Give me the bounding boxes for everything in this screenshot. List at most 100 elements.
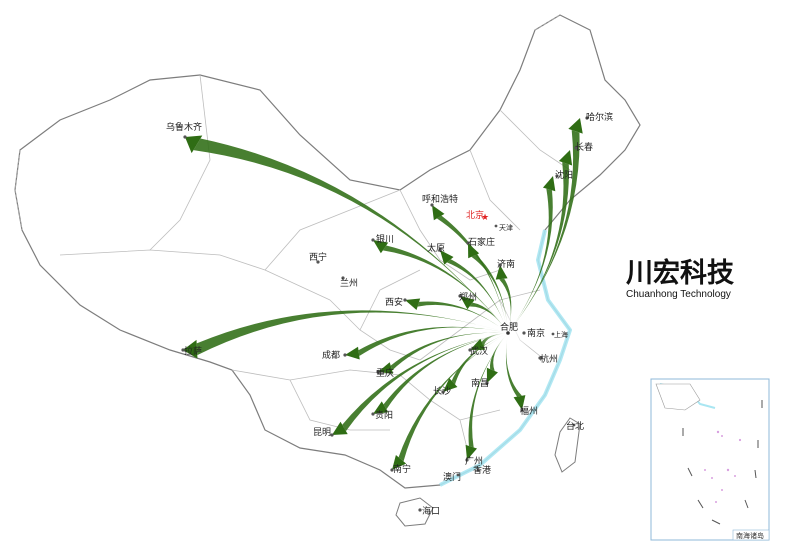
flow-line-chongqing: [390, 332, 508, 371]
brand-block: 川宏科技 Chuanhong Technology: [626, 257, 734, 300]
city-dot-shenyang: [555, 174, 559, 178]
flow-arrowhead-lhasa: [183, 339, 198, 359]
flow-arrowhead-nanchang: [486, 367, 498, 383]
flow-line-lhasa: [196, 310, 509, 356]
city-label-hangzhou: 杭州: [540, 353, 558, 365]
city-dot-hangzhou: [538, 356, 542, 360]
south-china-sea-inset: 南海诸岛: [650, 378, 770, 541]
flow-line-fuzhou: [505, 333, 522, 397]
flow-arrowhead-taiyuan: [440, 250, 454, 265]
city-dot-nanchang: [485, 381, 489, 385]
flow-line-zhengzhou: [469, 302, 508, 333]
city-dot-taiyuan: [438, 248, 442, 252]
city-dot-guangzhou: [465, 458, 469, 462]
flow-arrowhead-chongqing: [378, 362, 394, 374]
city-label-kunming: 昆明: [313, 427, 331, 438]
city-label-taipei: 台北: [566, 420, 584, 432]
coastline: [439, 229, 572, 487]
city-label-xining: 西宁: [309, 251, 327, 263]
flow-arrowhead-hohhot: [432, 205, 445, 221]
inset-label: 南海诸岛: [736, 531, 764, 540]
flow-arrowhead-yinchuan: [373, 240, 389, 254]
city-dot-zhengzhou: [458, 294, 462, 298]
city-dot-nanjing: [522, 331, 526, 335]
city-label-lhasa: 拉萨: [184, 345, 202, 357]
city-labels: 乌鲁木齐 拉萨 西宁 兰州 西安 银川 呼和浩特 ★ 北京 天津 太原 石家庄 …: [166, 111, 613, 517]
inset-dashed-line: [682, 400, 763, 525]
city-label-nanjing: 南京: [527, 327, 545, 339]
brand-name-en: Chuanhong Technology: [626, 289, 731, 300]
capital-star-icon: ★: [481, 213, 489, 223]
inset-land: [655, 383, 701, 411]
flow-lines: [183, 118, 583, 470]
city-dot-shanghai: [551, 332, 555, 336]
flow-arrowhead-zhengzhou: [460, 296, 475, 310]
brand-name-zh: 川宏科技: [626, 257, 734, 289]
city-label-lanzhou: 兰州: [340, 277, 358, 289]
flow-arrowhead-kunming: [332, 421, 348, 435]
city-dot-chengdu: [343, 353, 347, 357]
city-dot-xining: [316, 260, 320, 264]
city-dot-hohhot: [430, 203, 434, 207]
flow-line-guangzhou: [468, 333, 508, 448]
city-label-wuhan: 武汉: [470, 345, 488, 357]
city-label-harbin: 哈尔滨: [586, 111, 613, 123]
city-dot-changchun: [574, 146, 578, 150]
city-label-hongkong: 香港: [473, 464, 491, 476]
flow-line-xian: [417, 301, 508, 333]
dashed-borders: [14, 14, 561, 231]
city-dot-jinan: [498, 263, 502, 267]
city-label-shijiazhuang: 石家庄: [468, 236, 495, 248]
city-dot-taipei: [572, 423, 576, 427]
city-label-tianjin: 天津: [499, 224, 513, 232]
city-dot-chongqing: [376, 370, 380, 374]
city-dot-kunming: [330, 433, 334, 437]
flow-line-jinan: [499, 278, 512, 333]
city-dot-urumqi: [183, 135, 187, 139]
hainan-island: [395, 497, 434, 527]
flow-arrowhead-fuzhou: [513, 395, 526, 410]
city-label-chongqing: 重庆: [376, 367, 394, 379]
city-label-guiyang: 贵阳: [375, 409, 393, 421]
flow-arrowhead-jinan: [495, 265, 508, 280]
flow-arrowhead-shijiazhuang: [468, 243, 480, 259]
city-dot-yinchuan: [371, 238, 375, 242]
city-dot-hongkong: [476, 468, 480, 472]
city-label-shenyang: 沈阳: [555, 169, 573, 181]
city-label-chengdu: 成都: [322, 349, 340, 361]
city-label-changchun: 长春: [575, 141, 593, 153]
flow-arrowhead-urumqi: [185, 135, 203, 154]
city-dot-tianjin: [494, 224, 498, 228]
city-label-jinan: 济南: [497, 258, 515, 270]
city-dot-fuzhou: [520, 408, 524, 412]
city-dot-hefei: [506, 331, 510, 335]
city-dot-lanzhou: [341, 276, 345, 280]
inset-label-box: [732, 529, 770, 541]
city-dot-wuhan: [468, 348, 472, 352]
city-label-nanchang: 南昌: [471, 377, 489, 389]
flow-line-nanchang: [489, 333, 508, 372]
flow-line-shenyang: [508, 188, 553, 333]
flow-arrowhead-changchun: [558, 150, 573, 166]
city-label-yinchuan: 银川: [376, 233, 394, 245]
city-label-taiyuan: 太原: [427, 242, 445, 254]
city-label-hefei: 合肥: [500, 321, 518, 333]
flow-arrowhead-xian: [405, 298, 421, 310]
city-label-shanghai: 上海: [554, 330, 568, 339]
city-label-urumqi: 乌鲁木齐: [166, 121, 202, 133]
city-label-xian: 西安: [385, 296, 403, 308]
city-label-macau: 澳门: [443, 471, 461, 483]
city-label-beijing: 北京: [466, 209, 484, 221]
city-label-zhengzhou: 郑州: [459, 291, 477, 303]
city-label-changsha: 长沙: [433, 385, 451, 397]
city-dot-harbin: [585, 116, 589, 120]
flow-arrowhead-changsha: [443, 378, 458, 392]
city-dot-xian: [403, 298, 407, 302]
flow-arrowhead-harbin: [568, 118, 583, 134]
city-label-haikou: 海口: [422, 505, 440, 517]
flow-arrowhead-guiyang: [373, 401, 389, 414]
flow-arrowhead-shenyang: [542, 176, 556, 192]
city-dot-shijiazhuang: [466, 241, 470, 245]
